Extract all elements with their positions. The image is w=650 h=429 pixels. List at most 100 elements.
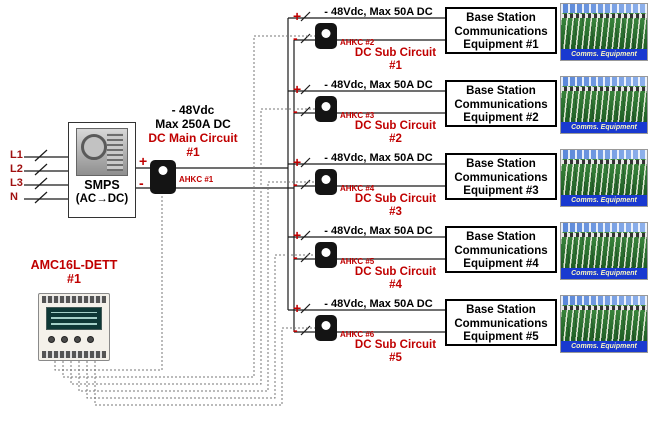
sub-circuit-name: DC Sub Circuit: [354, 266, 437, 278]
photo-lcd-strip: [561, 4, 647, 13]
current-transformer-icon: [315, 315, 337, 341]
base-station-equipment-box: Base Station Communications Equipment #1: [445, 7, 557, 54]
comms-equipment-photo: Comms. Equipment: [560, 222, 648, 280]
sub-circuit-number: #2: [389, 133, 402, 145]
photo-caption: Comms. Equipment: [561, 195, 647, 206]
line-l3-label: L3: [10, 177, 23, 189]
main-ct-label: AHKC #1: [179, 175, 214, 184]
amc16l-meter: [38, 293, 110, 361]
minus-terminal: -: [293, 30, 298, 46]
sub-circuit-label: DC Sub Circuit #5: [333, 339, 458, 365]
minus-terminal: -: [293, 176, 298, 192]
plus-terminal: +: [293, 300, 302, 316]
sub-circuit-label: DC Sub Circuit #3: [333, 193, 458, 219]
smps-photo: [76, 128, 128, 176]
line-n-label: N: [10, 191, 18, 203]
equipment-line1: Base Station: [466, 12, 536, 24]
sub-circuit-label: DC Sub Circuit #2: [333, 120, 458, 146]
meter-label: AMC16L-DETT #1: [14, 258, 134, 286]
photo-lcd-strip: [561, 77, 647, 86]
sub-circuit-number: #1: [389, 60, 402, 72]
base-station-equipment-box: Base Station Communications Equipment #5: [445, 299, 557, 346]
main-circuit-label: - 48Vdc Max 250A DC DC Main Circuit #1: [132, 103, 254, 159]
sub-circuit-number: #3: [389, 206, 402, 218]
plus-terminal: +: [293, 154, 302, 170]
meter-top-terminals: [42, 296, 106, 303]
comms-equipment-photo: Comms. Equipment: [560, 76, 648, 134]
sub-circuit-name: DC Sub Circuit: [354, 120, 437, 132]
main-minus-terminal: -: [139, 175, 144, 191]
photo-caption: Comms. Equipment: [561, 122, 647, 133]
sub-circuit-label: DC Sub Circuit #1: [333, 47, 458, 73]
line-l1-label: L1: [10, 149, 23, 161]
minus-terminal: -: [293, 249, 298, 265]
meter-number: #1: [67, 272, 81, 286]
line-l2-label: L2: [10, 163, 23, 175]
plus-terminal: +: [293, 227, 302, 243]
photo-lcd-strip: [561, 150, 647, 159]
comms-equipment-photo: Comms. Equipment: [560, 295, 648, 353]
comms-equipment-photo: Comms. Equipment: [560, 149, 648, 207]
sub-circuit-number: #5: [389, 352, 402, 364]
minus-terminal: -: [293, 322, 298, 338]
ct-label: AHKC #2: [340, 38, 375, 47]
equipment-line2: Communications: [454, 25, 548, 38]
meter-bottom-terminals: [42, 351, 106, 358]
equipment-line1: Base Station: [466, 304, 536, 316]
current-transformer-icon: [315, 96, 337, 122]
photo-circuit-board: [561, 159, 647, 195]
ct-label: AHKC #4: [340, 184, 375, 193]
photo-circuit-board: [561, 86, 647, 122]
dc-sub-circuit-row-1: + - - 48Vdc, Max 50A DC AHKC #2 DC Sub C…: [288, 3, 650, 79]
meter-buttons: [48, 336, 94, 343]
sub-circuit-label: DC Sub Circuit #4: [333, 266, 458, 292]
ct-label: AHKC #3: [340, 111, 375, 120]
photo-lcd-strip: [561, 223, 647, 232]
branch-rating-label: - 48Vdc, Max 50A DC: [324, 225, 433, 237]
smps-box: SMPS (AC→DC): [68, 122, 136, 218]
branch-rating-label: - 48Vdc, Max 50A DC: [324, 298, 433, 310]
sub-circuit-name: DC Sub Circuit: [354, 47, 437, 59]
smps-label: SMPS: [84, 178, 120, 192]
plus-terminal: +: [293, 81, 302, 97]
plus-terminal: +: [293, 8, 302, 24]
equipment-line2: Communications: [454, 98, 548, 111]
meter-lcd-screen: [46, 307, 102, 330]
photo-caption: Comms. Equipment: [561, 268, 647, 279]
equipment-line2: Communications: [454, 244, 548, 257]
base-station-equipment-box: Base Station Communications Equipment #3: [445, 153, 557, 200]
equipment-line2: Communications: [454, 171, 548, 184]
sub-circuit-name: DC Sub Circuit: [354, 339, 437, 351]
current-transformer-icon: [315, 169, 337, 195]
equipment-line1: Base Station: [466, 231, 536, 243]
branch-rating-label: - 48Vdc, Max 50A DC: [324, 152, 433, 164]
main-plus-terminal: +: [139, 153, 148, 169]
equipment-line2: Communications: [454, 317, 548, 330]
main-circuit-name: DC Main Circuit: [148, 131, 238, 145]
main-voltage: - 48Vdc: [171, 103, 215, 117]
dc-sub-circuit-row-3: + - - 48Vdc, Max 50A DC AHKC #4 DC Sub C…: [288, 149, 650, 225]
current-transformer-icon: [315, 242, 337, 268]
dc-sub-circuit-row-2: + - - 48Vdc, Max 50A DC AHKC #3 DC Sub C…: [288, 76, 650, 152]
minus-terminal: -: [293, 103, 298, 119]
sub-circuit-number: #4: [389, 279, 402, 291]
photo-lcd-strip: [561, 296, 647, 305]
photo-caption: Comms. Equipment: [561, 49, 647, 60]
equipment-line1: Base Station: [466, 85, 536, 97]
smps-mode-label: (AC→DC): [75, 193, 129, 205]
base-station-equipment-box: Base Station Communications Equipment #2: [445, 80, 557, 127]
branch-rating-label: - 48Vdc, Max 50A DC: [324, 6, 433, 18]
main-current-transformer-icon: [150, 160, 176, 194]
equipment-line3: Equipment #4: [463, 258, 539, 270]
dc-sub-circuit-row-4: + - - 48Vdc, Max 50A DC AHKC #5 DC Sub C…: [288, 222, 650, 298]
photo-circuit-board: [561, 305, 647, 341]
dc-sub-circuit-row-5: + - - 48Vdc, Max 50A DC AHKC #6 DC Sub C…: [288, 295, 650, 371]
comms-equipment-photo: Comms. Equipment: [560, 3, 648, 61]
photo-caption: Comms. Equipment: [561, 341, 647, 352]
meter-name: AMC16L-DETT: [30, 258, 118, 272]
equipment-line3: Equipment #5: [463, 331, 539, 343]
equipment-line3: Equipment #2: [463, 112, 539, 124]
photo-circuit-board: [561, 13, 647, 49]
equipment-line1: Base Station: [466, 158, 536, 170]
